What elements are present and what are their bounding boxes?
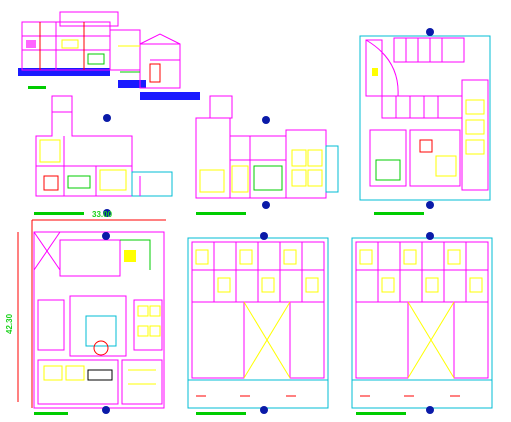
plan-upper-wing [359, 35, 491, 215]
column-marker [260, 232, 268, 240]
plan-first-floor [195, 95, 339, 215]
column-marker [426, 232, 434, 240]
column-marker [102, 406, 110, 414]
plan-ground-l-shape [34, 95, 173, 215]
column-marker [426, 201, 434, 209]
column-marker [260, 406, 268, 414]
column-marker [262, 201, 270, 209]
column-marker [102, 232, 110, 240]
plan-ground-dimensioned [17, 219, 166, 415]
column-marker [103, 209, 111, 217]
column-marker [103, 114, 111, 122]
column-marker [262, 116, 270, 124]
plan-typical-floor-b [351, 237, 493, 415]
plan-typical-floor-a [187, 237, 329, 415]
building-section-elevation [18, 11, 200, 100]
column-marker [426, 28, 434, 36]
column-marker [426, 406, 434, 414]
overall-depth-dimension: 42.30 [5, 313, 14, 334]
overall-width-dimension: 33.00 [92, 210, 113, 219]
